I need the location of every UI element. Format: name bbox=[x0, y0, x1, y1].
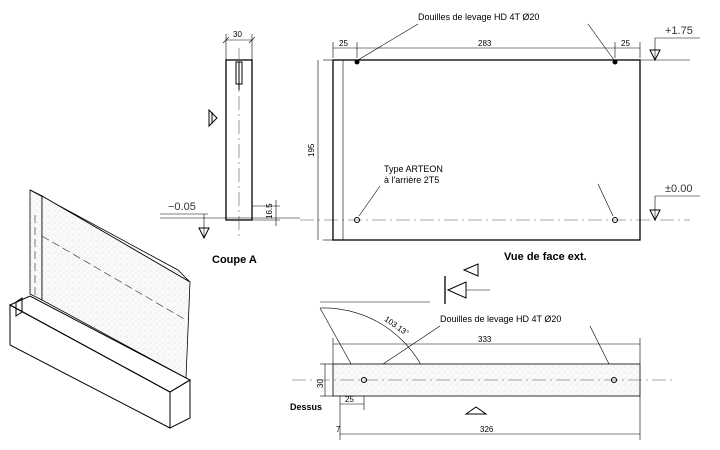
type-label-line2: à l'arrière 2T5 bbox=[384, 175, 439, 185]
dim-top-edge: 25 bbox=[345, 395, 354, 404]
lifting-label-bottom: Douilles de levage HD 4T Ø20 bbox=[440, 314, 561, 324]
front-title: Vue de face ext. bbox=[504, 251, 587, 263]
dim-front-right: 25 bbox=[621, 39, 630, 48]
triangle-elevation-icon bbox=[198, 227, 210, 240]
iso-hidden-line bbox=[41, 235, 187, 321]
lifting-point-right bbox=[612, 59, 618, 65]
elev-bottom-label: −0.05 bbox=[168, 201, 196, 213]
dim-section-bottom: 16.5 bbox=[265, 203, 274, 219]
dim-front-total: 283 bbox=[478, 39, 492, 48]
section-view: 30 16.5 Coupe A bbox=[208, 30, 280, 266]
iso-left-face bbox=[29, 189, 43, 301]
dim-front-height: 195 bbox=[307, 143, 316, 157]
dim-angle: 103.13° bbox=[383, 315, 411, 338]
isometric-view bbox=[8, 189, 192, 429]
elevations: +1.75 ±0.00 −0.05 bbox=[160, 25, 700, 240]
anchor-right bbox=[612, 217, 618, 223]
dim-front-left: 25 bbox=[339, 39, 348, 48]
dim-top-base: 326 bbox=[480, 425, 494, 434]
section-title: Coupe A bbox=[212, 254, 257, 266]
top-view: 103.13° Douilles de levage HD 4T Ø20 333… bbox=[290, 301, 672, 440]
top-socket-right bbox=[611, 377, 617, 383]
dim-section-width: 30 bbox=[233, 30, 242, 39]
section-arrow-icon bbox=[208, 108, 218, 128]
lifting-label-top: Douilles de levage HD 4T Ø20 bbox=[418, 12, 539, 22]
triangle-elevation-icon bbox=[649, 49, 661, 62]
leader-type bbox=[358, 185, 381, 217]
tick bbox=[248, 36, 256, 44]
anchor-left bbox=[354, 217, 360, 223]
top-title: Dessus bbox=[290, 402, 322, 412]
front-view: Douilles de levage HD 4T Ø20 25 283 25 1… bbox=[307, 12, 641, 304]
elev-top-label: +1.75 bbox=[665, 25, 693, 37]
iso-base-side bbox=[169, 379, 191, 429]
top-socket-left bbox=[361, 377, 367, 383]
iso-front-face bbox=[41, 195, 191, 379]
leader-lifting-left bbox=[357, 23, 419, 61]
leader-lifting-right bbox=[587, 23, 615, 61]
dim-top-thickness: 30 bbox=[316, 379, 325, 388]
type-label-line1: Type ARTEON bbox=[384, 164, 443, 174]
triangle-elevation-icon bbox=[649, 209, 661, 222]
view-direction-arrow bbox=[446, 281, 467, 299]
view-direction-icon bbox=[462, 263, 479, 277]
front-panel bbox=[332, 59, 641, 241]
lifting-point-left bbox=[354, 59, 360, 65]
dim-top-length: 333 bbox=[478, 335, 492, 344]
iso-notch bbox=[15, 297, 23, 317]
elev-zero-label: ±0.00 bbox=[665, 183, 692, 195]
tick bbox=[222, 36, 230, 44]
view-direction-icon bbox=[464, 406, 488, 415]
dim-top-small: 7 bbox=[336, 425, 341, 434]
leader-type-right bbox=[597, 183, 614, 217]
